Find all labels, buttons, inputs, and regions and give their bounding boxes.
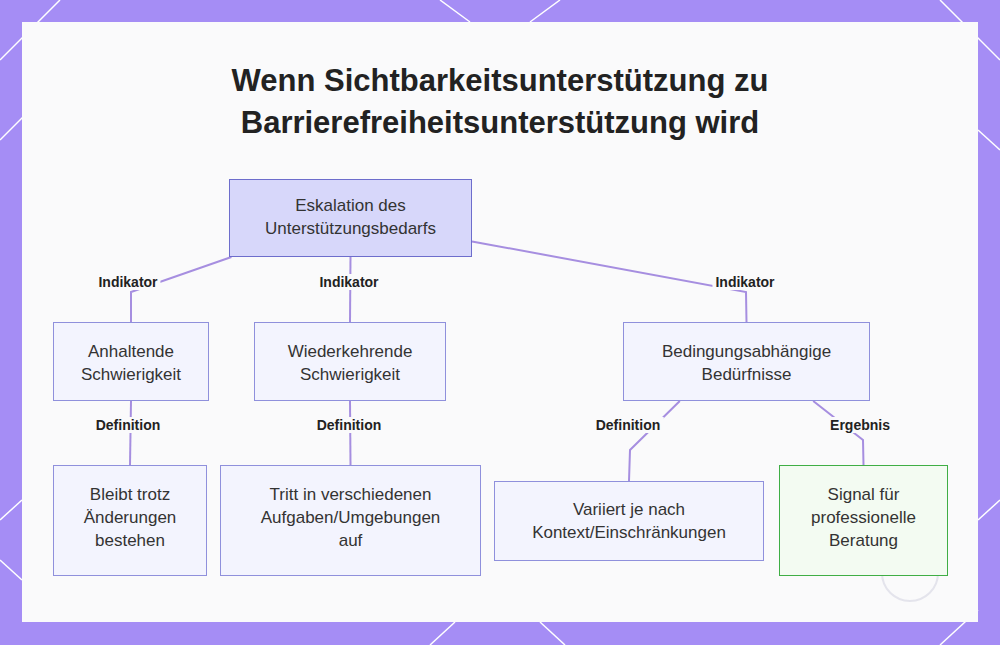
box-text: Tritt in verschiedenen Aufgaben/Umgebung… xyxy=(261,483,441,552)
connector-line xyxy=(472,241,747,322)
box-text: Wiederkehrende Schwierigkeit xyxy=(263,340,437,386)
definition-box: Tritt in verschiedenen Aufgaben/Umgebung… xyxy=(220,465,481,576)
indicator-box: Anhaltende Schwierigkeit xyxy=(53,322,209,401)
box-text: Bedingungsabhängige Bedürfnisse xyxy=(632,340,861,386)
edge-label: Indikator xyxy=(316,274,381,290)
definition-box: Bleibt trotz Änderungen bestehen xyxy=(53,465,207,576)
edge-label: Definition xyxy=(93,417,164,433)
edge-label: Indikator xyxy=(95,274,160,290)
edge-label: Ergebnis xyxy=(827,417,893,433)
indicator-box: Wiederkehrende Schwierigkeit xyxy=(254,322,446,401)
edge-label: Definition xyxy=(314,417,385,433)
box-text: Eskalation des Unterstützungsbedarfs xyxy=(242,194,459,240)
edge-label: Definition xyxy=(593,417,664,433)
connector-line xyxy=(813,401,863,465)
root-box: Eskalation des Unterstützungsbedarfs xyxy=(229,179,472,257)
connector-line xyxy=(349,401,352,465)
box-text: Anhaltende Schwierigkeit xyxy=(62,340,200,386)
diagram-title: Wenn Sichtbarkeitsunterstützung zu Barri… xyxy=(150,60,850,144)
box-text: Signal für professionelle Beratung xyxy=(788,483,939,552)
result-box: Signal für professionelle Beratung xyxy=(779,465,948,576)
box-text: Bleibt trotz Änderungen bestehen xyxy=(62,483,198,552)
connector-line xyxy=(629,401,680,481)
definition-box: Variiert je nach Kontext/Einschränkungen xyxy=(494,481,764,561)
box-text: Variiert je nach Kontext/Einschränkungen xyxy=(505,498,753,544)
edge-label: Indikator xyxy=(712,274,777,290)
connector-line xyxy=(130,401,131,465)
indicator-box: Bedingungsabhängige Bedürfnisse xyxy=(623,322,870,401)
